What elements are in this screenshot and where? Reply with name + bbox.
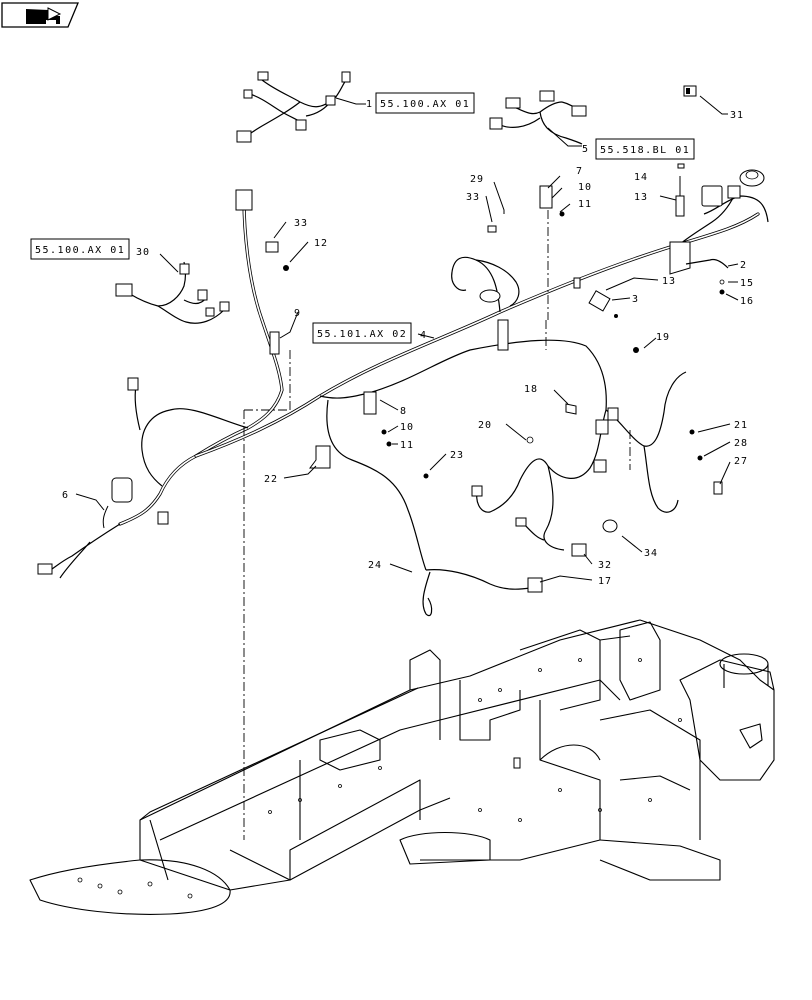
callout-13: 13 — [662, 276, 676, 287]
callout-3: 3 — [632, 294, 639, 305]
callout-1: 1 — [366, 99, 373, 110]
sub-harness-right — [471, 371, 687, 593]
next-page-icon — [26, 7, 62, 24]
chassis-frame — [29, 619, 775, 915]
callout-numbers: 1 5 31 29 33 7 10 11 14 13 33 12 30 2 15… — [62, 99, 754, 587]
callout-8: 8 — [400, 406, 407, 417]
callout-15: 15 — [740, 278, 754, 289]
callout-10: 10 — [578, 182, 592, 193]
next-page-button[interactable] — [1, 2, 79, 28]
callout-22: 22 — [264, 474, 278, 485]
callout-12: 12 — [314, 238, 328, 249]
main-harness-part-4 — [37, 169, 769, 617]
callout-27: 27 — [734, 456, 748, 467]
reference-label: 55.100.AX 01 — [35, 245, 125, 256]
callout-6: 6 — [62, 490, 69, 501]
callout-11: 11 — [578, 199, 592, 210]
reference-box-1[interactable]: 55.100.AX 01 — [375, 92, 475, 114]
callout-19: 19 — [656, 332, 670, 343]
harness-part-30 — [115, 261, 230, 324]
callout-31: 31 — [730, 110, 744, 121]
harness-part-1 — [236, 71, 351, 143]
callout-5: 5 — [582, 144, 589, 155]
callout-10: 10 — [400, 422, 414, 433]
callout-23: 23 — [450, 450, 464, 461]
callout-32: 32 — [598, 560, 612, 571]
callout-33: 33 — [294, 218, 308, 229]
callout-28: 28 — [734, 438, 748, 449]
callout-13: 13 — [634, 192, 648, 203]
reference-label: 55.518.BL 01 — [600, 145, 690, 156]
callout-16: 16 — [740, 296, 754, 307]
reference-box-2[interactable]: 55.518.BL 01 — [595, 138, 695, 160]
reference-label: 55.100.AX 01 — [380, 99, 470, 110]
callout-34: 34 — [644, 548, 658, 559]
hardware-parts — [102, 163, 729, 529]
callout-14: 14 — [634, 172, 648, 183]
connector-part-31 — [683, 85, 697, 97]
callout-2: 2 — [740, 260, 747, 271]
leader-lines — [75, 95, 739, 583]
callout-20: 20 — [478, 420, 492, 431]
callout-29: 29 — [470, 174, 484, 185]
callout-24: 24 — [368, 560, 382, 571]
callout-7: 7 — [576, 166, 583, 177]
reference-box-4[interactable]: 55.101.AX 02 — [312, 322, 412, 344]
callout-33: 33 — [466, 192, 480, 203]
callout-9: 9 — [294, 308, 301, 319]
harness-part-5 — [489, 90, 587, 145]
reference-label: 55.101.AX 02 — [317, 329, 407, 340]
callout-11: 11 — [400, 440, 414, 451]
callout-4: 4 — [420, 330, 427, 341]
callout-18: 18 — [524, 384, 538, 395]
reference-box-3[interactable]: 55.100.AX 01 — [30, 238, 130, 260]
callout-30: 30 — [136, 247, 150, 258]
callout-17: 17 — [598, 576, 612, 587]
callout-21: 21 — [734, 420, 748, 431]
